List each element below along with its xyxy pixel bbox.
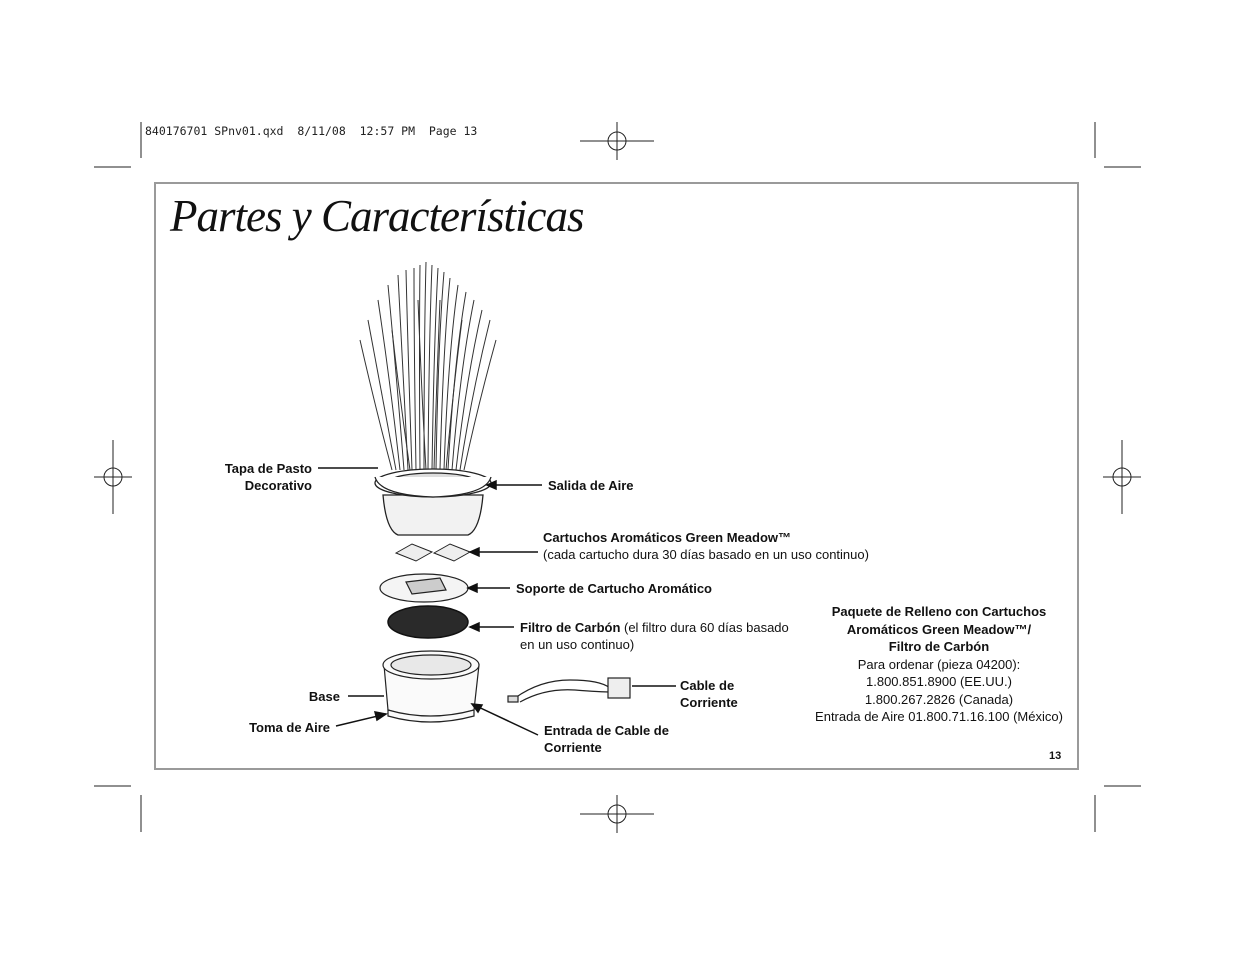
cartridges-illustration [394, 543, 472, 562]
cartridges-label-note: (cada cartucho dura 30 días basado en un… [543, 547, 869, 562]
power-cord-illustration [507, 677, 631, 703]
power-inlet-label: Entrada de Cable de Corriente [544, 722, 669, 756]
cartridges-label: Cartuchos Aromáticos Green Meadow™ (cada… [543, 529, 883, 563]
cartridge-holder-illustration [379, 573, 469, 603]
registration-mark-top [580, 122, 654, 160]
page-number: 13 [1049, 750, 1062, 762]
refill-pack-info: Paquete de Relleno con Cartuchos Aromáti… [808, 603, 1070, 726]
refill-phone-canada: 1.800.267.2826 (Canada) [864, 691, 1014, 707]
base-illustration [382, 650, 480, 723]
carbon-filter-label-note1: (el filtro dura 60 días basado [620, 620, 789, 635]
leader-lines [318, 467, 676, 736]
carbon-filter-illustration [387, 605, 469, 639]
power-cord-label-line1: Cable de [680, 678, 735, 693]
air-outlet-label: Salida de Aire [548, 478, 634, 493]
cartridges-label-title: Cartuchos Aromáticos Green Meadow™ [543, 530, 792, 545]
carbon-filter-label: Filtro de Carbón (el filtro dura 60 días… [520, 619, 800, 653]
registration-mark-bottom [580, 795, 654, 833]
cartridge-holder-label: Soporte de Cartucho Aromático [516, 581, 712, 596]
base-label: Base [308, 689, 340, 704]
content-panel [154, 182, 1079, 770]
refill-phone-us: 1.800.851.8900 (EE.UU.) [866, 674, 1012, 689]
power-inlet-label-line1: Entrada de Cable de [544, 723, 669, 738]
registration-mark-right [1103, 440, 1141, 514]
refill-order-text: Para ordenar (pieza 04200): [857, 656, 1021, 672]
refill-heading-line1: Paquete de Relleno con Cartuchos [831, 604, 1047, 619]
power-inlet-label-line2: Corriente [544, 740, 602, 755]
refill-heading-line2: Aromáticos Green Meadow™/ [846, 621, 1032, 637]
power-cord-label: Cable de Corriente [680, 677, 738, 711]
decorative-grass-illustration [359, 261, 497, 471]
carbon-filter-label-note2: en un uso continuo) [520, 637, 635, 652]
grass-cap-label-line1: Tapa de Pasto [224, 461, 312, 476]
power-cord-label-line2: Corriente [680, 695, 738, 710]
grass-cap-label: Tapa de Pasto Decorativo [212, 460, 312, 494]
print-slug-line: 840176701 SPnv01.qxd 8/11/08 12:57 PM Pa… [145, 124, 478, 138]
carbon-filter-label-bold: Filtro de Carbón [520, 620, 621, 635]
refill-phone-mexico: Entrada de Aire 01.800.71.16.100 (México… [815, 709, 1063, 724]
grass-cap-label-line2: Decorativo [244, 478, 312, 493]
refill-heading-line3: Filtro de Carbón [888, 639, 990, 654]
air-intake-label: Toma de Aire [249, 720, 330, 735]
grass-cap-illustration [374, 468, 492, 536]
page-title: Partes y Características [170, 191, 584, 241]
registration-mark-left [94, 440, 132, 514]
